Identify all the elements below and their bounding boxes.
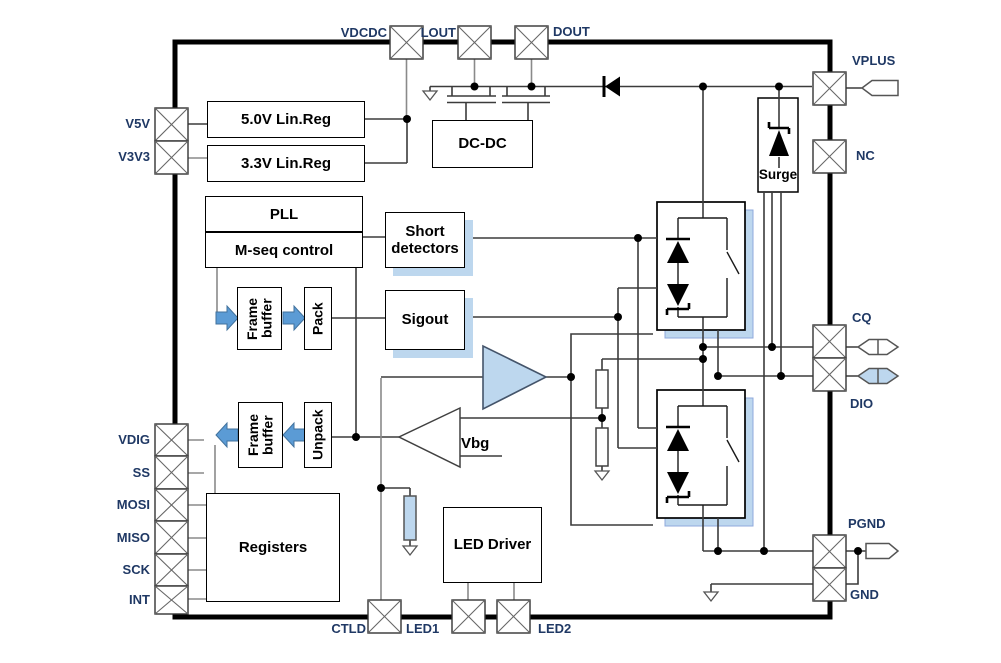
block-surge-label: Surge [758,167,798,182]
block-dcdc: DC-DC [432,120,533,168]
divider-resistor-top [595,369,609,409]
junction-dots [352,82,862,555]
block-linreg-5v: 5.0V Lin.Reg [207,101,365,138]
block-short-detectors: Short detectors [385,212,465,268]
pin-vdig [154,423,189,457]
pin-dio [812,357,847,392]
arrow-left-icon [215,421,239,449]
pin-vdcdc [389,25,424,60]
pin-int [154,585,189,615]
pin-label-sck: SCK [122,562,150,577]
pgnd-connector-icon [865,542,900,560]
pin-ctld [367,599,402,634]
pin-v5v [154,107,189,142]
pin-nc [812,139,847,174]
pin-led1 [451,599,486,634]
pin-label-int: INT [129,592,150,607]
pin-label-pgnd: PGND [848,516,886,531]
block-frame-buffer-tx: Frame buffer [237,287,282,350]
block-linreg-3v3: 3.3V Lin.Reg [207,145,365,182]
clamp-diode-icon [667,429,689,451]
pin-label-dio: DIO [850,396,874,411]
wires [188,85,866,592]
block-frame-buffer-rx: Frame buffer [238,402,283,468]
pin-label-gnd: GND [850,587,879,602]
reverse-diode-icon [605,76,620,97]
ground-icon [593,470,611,482]
block-sigout: Sigout [385,290,465,350]
ground-icons [401,90,720,603]
block-mseq-control: M-seq control [234,241,334,259]
diode-triangles [605,76,789,494]
arrow-right-icon [282,304,306,332]
line-amplifier-icon [482,344,548,411]
dio-connector-icon [856,367,900,385]
pin-v3v3 [154,140,189,175]
pin-label-ctld: CTLD [331,621,366,636]
pin-label-ss: SS [132,465,150,480]
pin-vplus [812,71,847,106]
driver-internals [677,157,780,506]
ground-icon [421,90,439,102]
divider-resistor-bottom [595,427,609,467]
pin-label-led2: LED2 [538,621,572,636]
zener-diode-icon [667,284,689,306]
data-flow-arrows [215,304,306,449]
diode-bars [602,76,791,503]
pin-gnd [812,567,847,602]
pin-mosi [154,488,189,522]
block-pack: Pack [304,287,332,350]
block-unpack: Unpack [304,402,332,468]
pin-pgnd [812,534,847,569]
block-pll-mseq: PLL M-seq control [205,196,363,268]
pin-label-miso: MISO [116,530,150,545]
receiver-comparator-icon [397,406,461,469]
pin-label-cq: CQ [852,310,872,325]
pin-label-v3v3: V3V3 [118,149,150,164]
pin-sck [154,553,189,587]
pin-label-mosi: MOSI [116,497,150,512]
pin-boxes [154,25,847,634]
tvs-diode-icon [769,130,789,156]
pin-label-vdcdc: VDCDC [340,25,387,40]
pin-label-led1: LED1 [406,621,440,636]
gray-wires [188,59,533,601]
ctld-pulldown-resistor [403,495,417,541]
pin-label-v5v: V5V [125,116,150,131]
pin-label-dout: DOUT [553,24,590,39]
connector-tags [856,79,900,560]
pin-label-nc: NC [856,148,875,163]
pin-label-lout: LOUT [420,25,456,40]
ground-icon [702,591,720,603]
block-pll: PLL [206,197,362,233]
block-registers: Registers [206,493,340,602]
pin-led2 [496,599,531,634]
pin-lout [457,25,492,60]
block-led-driver: LED Driver [443,507,542,583]
pin-dout [514,25,549,60]
cq-connector-icon [856,338,900,356]
pin-label-vplus: VPLUS [852,53,896,68]
ground-icon [401,545,419,557]
pin-miso [154,520,189,555]
arrow-right-icon [215,304,239,332]
zener-diode-icon [667,472,689,494]
arrow-left-icon [282,421,306,449]
vbg-label: Vbg [461,435,490,452]
vplus-connector-icon [860,79,899,97]
pin-cq [812,324,847,359]
pin-label-vdig: VDIG [118,432,150,447]
pin-ss [154,455,189,490]
clamp-diode-icon [667,241,689,263]
